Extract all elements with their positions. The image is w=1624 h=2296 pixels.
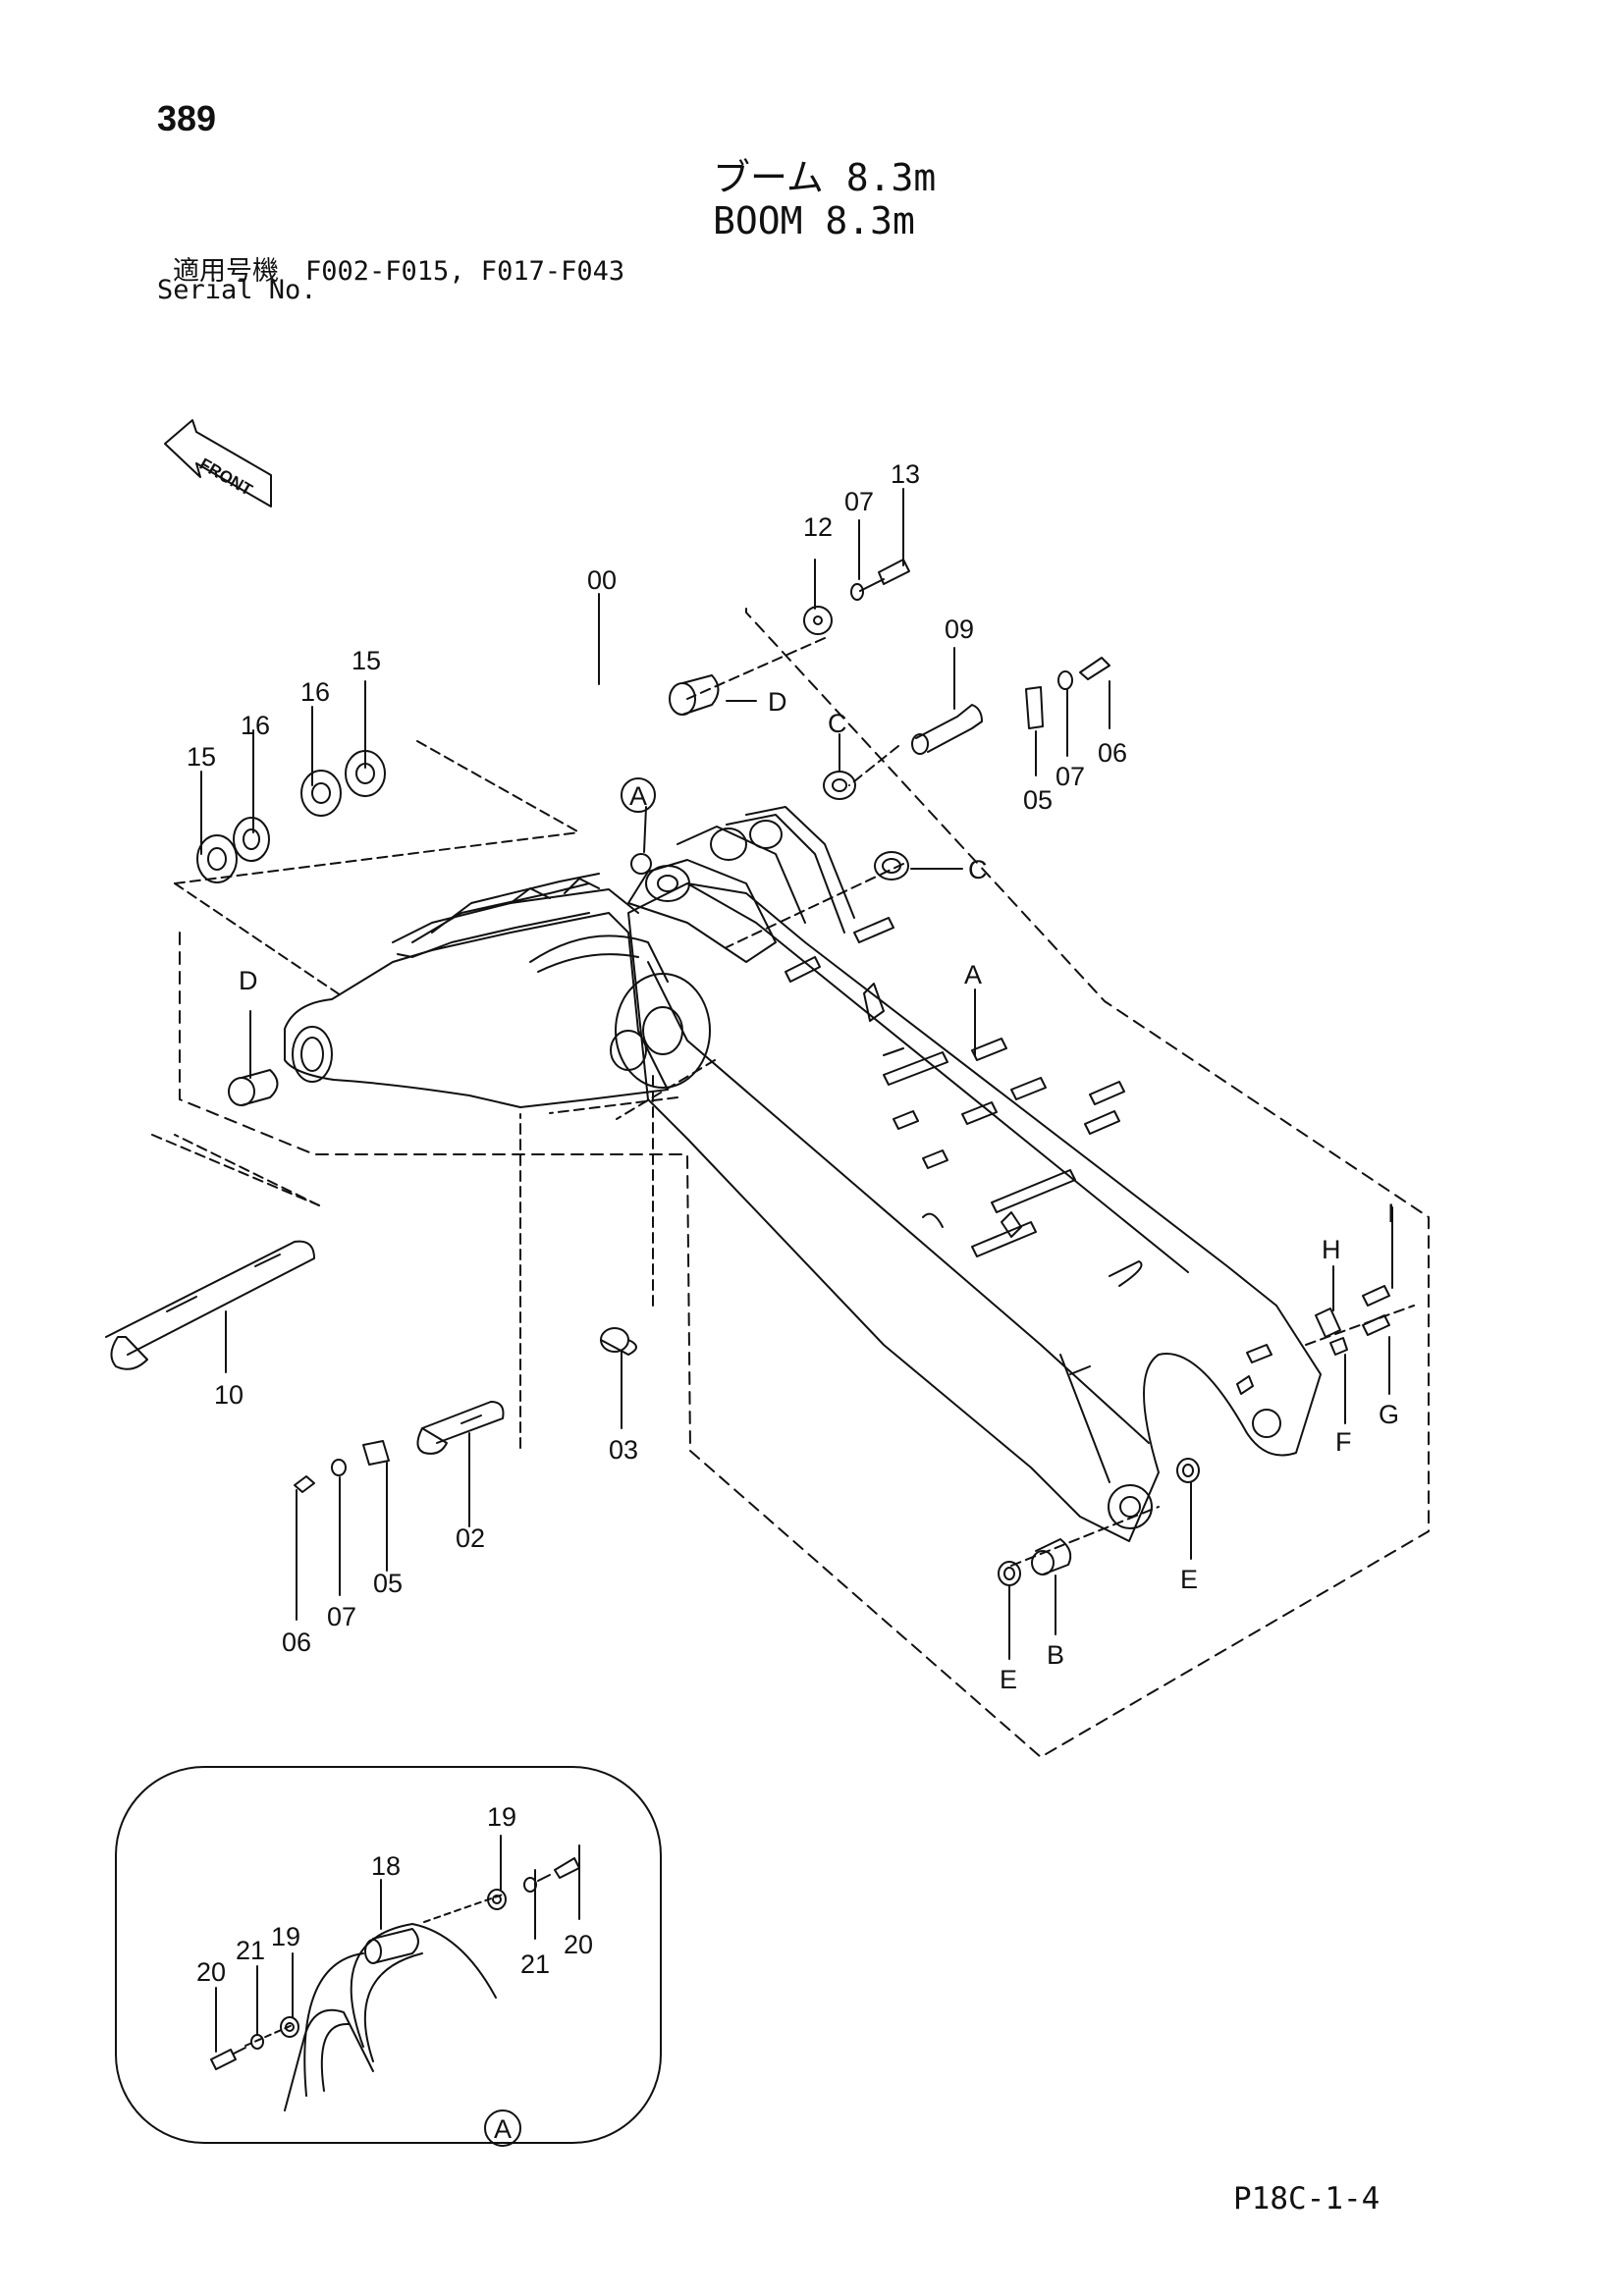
part-c-bushing-upper [823, 771, 856, 800]
callout-00: 00 [587, 565, 617, 595]
callout-letter-e-right: E [1180, 1565, 1198, 1594]
callout-letter-f: F [1335, 1427, 1352, 1457]
callout-19-right: 19 [487, 1802, 516, 1832]
callout-16-right: 16 [300, 677, 330, 707]
bucket-cylinder-bore [1252, 1409, 1281, 1438]
callout-20-left: 20 [196, 1957, 226, 1987]
detail-a-marker-lower [484, 2109, 521, 2147]
callout-15-left: 15 [187, 742, 216, 772]
callout-07-lower: 07 [327, 1602, 356, 1631]
part-02-pin [416, 1401, 505, 1455]
callout-07-upper: 07 [1056, 762, 1085, 791]
arm-pin-bore [1108, 1484, 1153, 1529]
leader-lines [151, 637, 1415, 1567]
callout-18: 18 [371, 1851, 401, 1881]
callout-09: 09 [945, 614, 974, 644]
callout-21-left: 21 [236, 1936, 265, 1965]
part-e-shims [998, 1458, 1200, 1586]
boom-body [284, 806, 1322, 1542]
callout-letter-a: A [964, 960, 982, 989]
part-d-bushing-lower [228, 1069, 279, 1106]
callout-06-lower: 06 [282, 1628, 311, 1657]
callout-03: 03 [609, 1435, 638, 1465]
detail-a-marker-lower-label: A [494, 2114, 512, 2144]
footer-code: P18C-1-4 [1233, 2181, 1380, 2216]
title-japanese: ブーム 8.3m [713, 156, 937, 199]
detail-a-parts [210, 1835, 580, 2111]
callout-05-lower: 05 [373, 1569, 403, 1598]
detail-a-frame [115, 1766, 662, 2144]
part-15-16-washers [196, 750, 386, 883]
callout-13: 13 [891, 459, 920, 489]
callout-07-top: 07 [844, 487, 874, 516]
detail-a-marker-upper-label: A [629, 781, 647, 811]
callout-12: 12 [803, 512, 833, 542]
callout-15-right: 15 [352, 646, 381, 675]
callout-labels: 00 12 07 13 09 05 07 06 15 16 16 15 10 0… [187, 459, 1399, 2144]
part-05-06-07-lock-upper [1025, 657, 1110, 729]
detail-a-marker-upper [621, 777, 656, 813]
callout-20-right: 20 [564, 1930, 593, 1959]
serial-range-japanese: 適用号機 F002-F015, F017-F043 [173, 256, 625, 287]
grease-fitting-a [630, 853, 652, 875]
callout-16-left: 16 [241, 711, 270, 740]
callout-letter-d-upper: D [768, 687, 787, 717]
serial-label-english: Serial No. [157, 275, 317, 305]
boom-assembly-boundary [179, 608, 1430, 1758]
callout-letter-d-lower: D [239, 966, 258, 995]
part-b-bushing [1031, 1538, 1072, 1575]
callout-02: 02 [456, 1523, 485, 1553]
callout-letter-c-upper: C [828, 709, 847, 738]
front-arrow-icon: FRONT [164, 419, 272, 507]
title-english: BOOM 8.3m [713, 199, 915, 242]
callout-10: 10 [214, 1380, 244, 1410]
callout-19-left: 19 [271, 1922, 300, 1951]
callout-letter-e-left: E [1000, 1665, 1017, 1694]
callout-stems [200, 488, 1393, 1660]
callout-letter-i: I [1387, 1199, 1395, 1228]
part-05-06-07-lock-lower [294, 1440, 390, 1493]
callout-letter-g: G [1379, 1400, 1399, 1429]
foot-pin-bore [292, 1026, 333, 1083]
callout-letter-h: H [1322, 1235, 1341, 1264]
part-10-boom-foot-pin [105, 1240, 315, 1370]
callout-21-right: 21 [520, 1949, 550, 1979]
callout-letter-c-lower: C [968, 855, 988, 884]
part-12-plate [803, 606, 833, 635]
callout-05-upper: 05 [1023, 785, 1053, 815]
part-f-g-h-i-lock [1315, 1285, 1390, 1356]
page-number: 389 [157, 98, 217, 138]
part-09-pin [911, 704, 983, 755]
part-d-bushing-upper [669, 674, 720, 716]
part-13-bolt [850, 559, 910, 601]
callout-letter-b: B [1047, 1640, 1064, 1670]
part-03-bushing [600, 1327, 637, 1356]
callout-06-upper: 06 [1098, 738, 1127, 768]
